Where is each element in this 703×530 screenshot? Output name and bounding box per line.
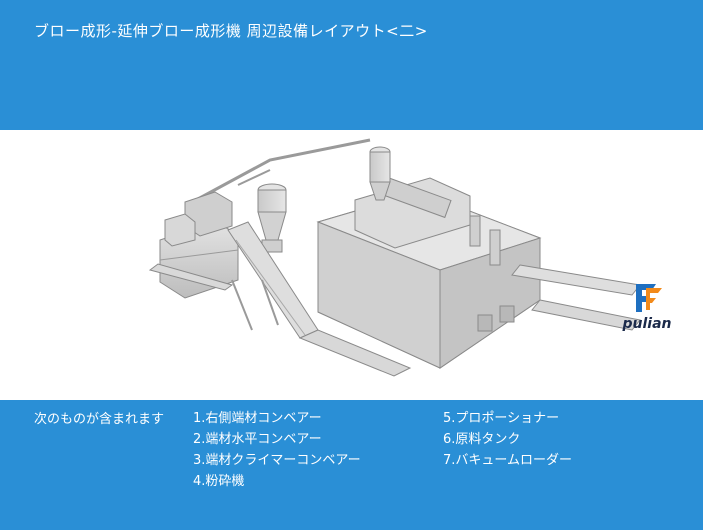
list-item: 5.プロポーショナー	[443, 411, 560, 426]
right-conveyor	[511, 264, 641, 331]
list-item: 4.粉砕機	[193, 474, 245, 489]
list-item: 7.バキュームローダー	[443, 453, 573, 468]
vacuum-loader	[257, 183, 287, 253]
items-list-column-1: 1.右側端材コンベアー 2.端材水平コンベアー 3.端材クライマーコンベアー 4…	[193, 408, 361, 492]
climber-conveyor	[227, 221, 412, 377]
list-item: 6.原料タンク	[443, 432, 521, 447]
list-item: 2.端材水平コンベアー	[193, 432, 322, 447]
list-item: 1.右側端材コンベアー	[193, 411, 322, 426]
machine-layout-illustration	[148, 138, 641, 377]
logo-wordmark: pulian	[622, 316, 672, 332]
blow-molding-machine	[316, 146, 542, 369]
page-title: ブロー成形-延伸ブロー成形機 周辺設備レイアウト<二>	[34, 22, 428, 40]
brand-logo: pulian	[612, 280, 682, 340]
items-intro: 次のものが含まれます	[34, 412, 165, 427]
pulian-logo-icon	[636, 284, 662, 312]
footer-band	[0, 400, 703, 530]
header-band	[0, 0, 703, 130]
list-item: 3.端材クライマーコンベアー	[193, 453, 361, 468]
grinder	[159, 191, 239, 299]
items-list-column-2: 5.プロポーショナー 6.原料タンク 7.バキュームローダー	[443, 408, 572, 471]
machine-layout-figure: pulian	[0, 130, 703, 400]
